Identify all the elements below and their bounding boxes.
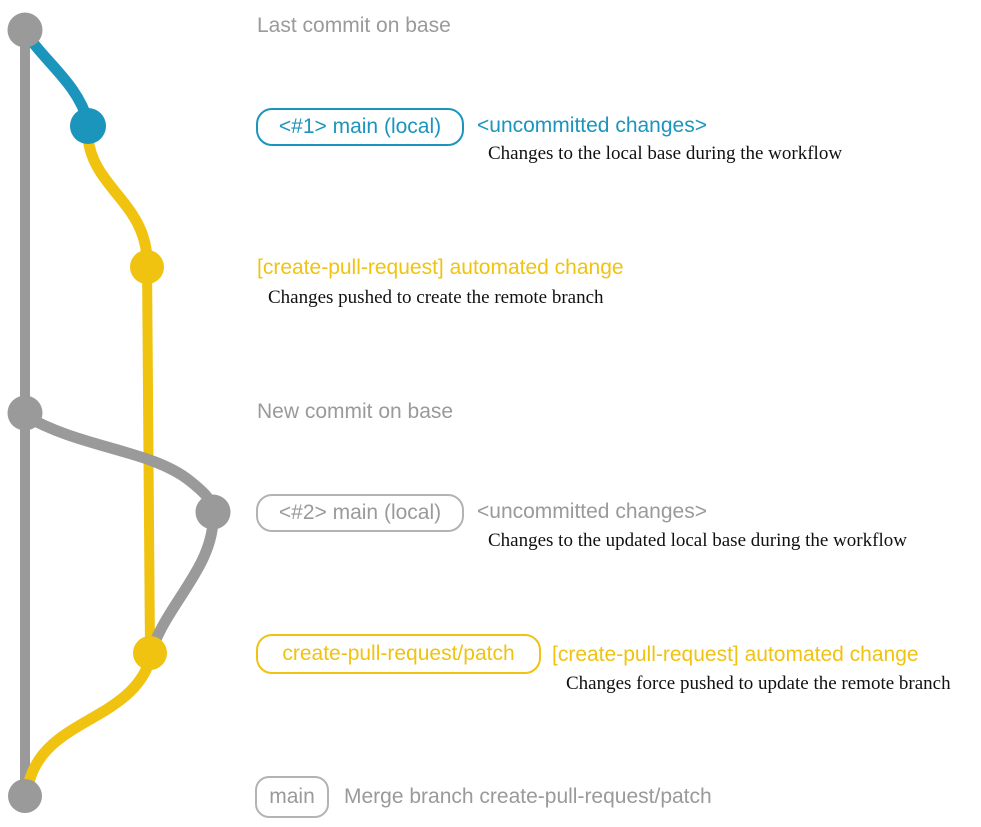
commit-node-remote-1 [130, 250, 164, 284]
branch-badge-label: <#2> main (local) [278, 501, 442, 524]
commit-node-remote-2 [133, 636, 167, 670]
commit-node-merge [8, 779, 42, 813]
note-title-automated-1: [create-pull-request] automated change [257, 256, 624, 279]
branch-badge-label: <#1> main (local) [278, 115, 442, 138]
branch-badge-label: main [269, 785, 315, 808]
local-main-branch-curve [19, 26, 94, 128]
note-title-uncommitted-2: <uncommitted changes> [477, 500, 707, 523]
branch-creation-curve [82, 132, 153, 268]
new-base-commit-curve [20, 410, 219, 517]
commit-node-base-last [7, 12, 43, 48]
note-desc-automated-1: Changes pushed to create the remote bran… [268, 287, 604, 308]
label-last-commit: Last commit on base [257, 14, 451, 37]
note-title-automated-2: [create-pull-request] automated change [552, 643, 919, 666]
note-desc-uncommitted-2: Changes to the updated local base during… [488, 530, 907, 551]
branch-badge-patch: create-pull-request/patch [256, 634, 541, 674]
label-new-commit: New commit on base [257, 400, 454, 423]
commit-node-local-1 [70, 108, 106, 144]
note-desc-uncommitted-1: Changes to the local base during the wor… [488, 143, 843, 164]
note-desc-automated-2: Changes force pushed to update the remot… [566, 673, 951, 694]
branch-badge-label: create-pull-request/patch [282, 642, 515, 665]
note-title-uncommitted-1: <uncommitted changes> [477, 114, 707, 137]
branch-badge-main: main [255, 776, 329, 818]
commit-node-base-new [7, 395, 43, 431]
label-merge-commit: Merge branch create-pull-request/patch [344, 785, 712, 808]
branch-badge-main-local-1: <#1> main (local) [256, 108, 464, 146]
rebase-to-patch-curve [148, 515, 219, 650]
commit-node-local-2 [195, 494, 231, 530]
merge-curve [23, 654, 156, 788]
branch-badge-main-local-2: <#2> main (local) [256, 494, 464, 532]
